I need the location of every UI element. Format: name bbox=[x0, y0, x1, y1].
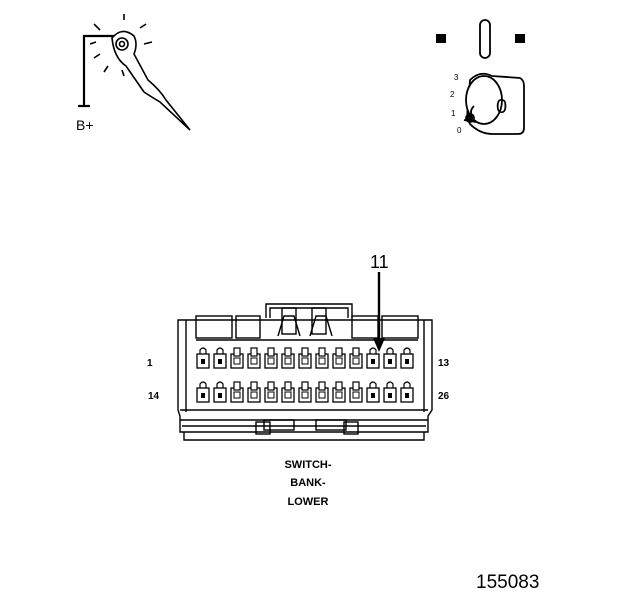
ignition-key-icon bbox=[463, 72, 525, 135]
pin-row-top bbox=[196, 347, 414, 369]
pin-cavity bbox=[196, 381, 210, 403]
pin-cavity bbox=[281, 381, 295, 403]
pin-cavity bbox=[366, 381, 380, 403]
pin-cavity bbox=[332, 381, 346, 403]
connector-name-line-3: LOWER bbox=[288, 496, 329, 508]
pin-cavity bbox=[298, 381, 312, 403]
pin-cavity bbox=[213, 381, 227, 403]
ignition-position-2: 2 bbox=[450, 90, 455, 99]
pin-11-arrow-icon bbox=[373, 272, 385, 352]
pin-cavity bbox=[383, 347, 397, 369]
pin-cavity bbox=[383, 381, 397, 403]
pin-cavity bbox=[400, 381, 414, 403]
figure-id: 155083 bbox=[476, 572, 539, 593]
pin-cavity bbox=[264, 347, 278, 369]
connector-name-line-1: SWITCH- bbox=[284, 459, 331, 471]
ignition-position-1: 1 bbox=[451, 109, 456, 118]
pin-cavity bbox=[349, 381, 363, 403]
pin-cavity bbox=[281, 347, 295, 369]
pin-cavity bbox=[213, 347, 227, 369]
row-label-1: 1 bbox=[147, 358, 153, 369]
test-light-probe-icon bbox=[78, 14, 191, 131]
pin-cavity bbox=[400, 347, 414, 369]
pin-cavity bbox=[315, 347, 329, 369]
ignition-position-3: 3 bbox=[454, 73, 459, 82]
row-label-13: 13 bbox=[438, 358, 450, 369]
disconnect-symbol-icon bbox=[436, 19, 525, 59]
row-label-14: 14 bbox=[148, 391, 160, 402]
connector-housing bbox=[177, 303, 433, 441]
key-label: 0 bbox=[496, 96, 507, 118]
pin-cavity bbox=[264, 381, 278, 403]
pin-11-callout: 11 bbox=[370, 252, 389, 272]
pin-cavity bbox=[332, 347, 346, 369]
pin-row-bottom bbox=[196, 381, 414, 403]
pin-cavity bbox=[247, 347, 261, 369]
connector-name-line-2: BANK- bbox=[290, 477, 326, 489]
pin-cavity bbox=[349, 347, 363, 369]
pin-cavity bbox=[230, 347, 244, 369]
pin-cavity bbox=[230, 381, 244, 403]
pin-cavity bbox=[315, 381, 329, 403]
pin-cavity bbox=[196, 347, 210, 369]
ignition-position-0: 0 bbox=[457, 126, 462, 135]
row-label-26: 26 bbox=[438, 391, 450, 402]
b-plus-label: B+ bbox=[76, 117, 94, 133]
pin-cavity bbox=[366, 347, 380, 369]
pin-cavity bbox=[298, 347, 312, 369]
pin-cavity bbox=[247, 381, 261, 403]
